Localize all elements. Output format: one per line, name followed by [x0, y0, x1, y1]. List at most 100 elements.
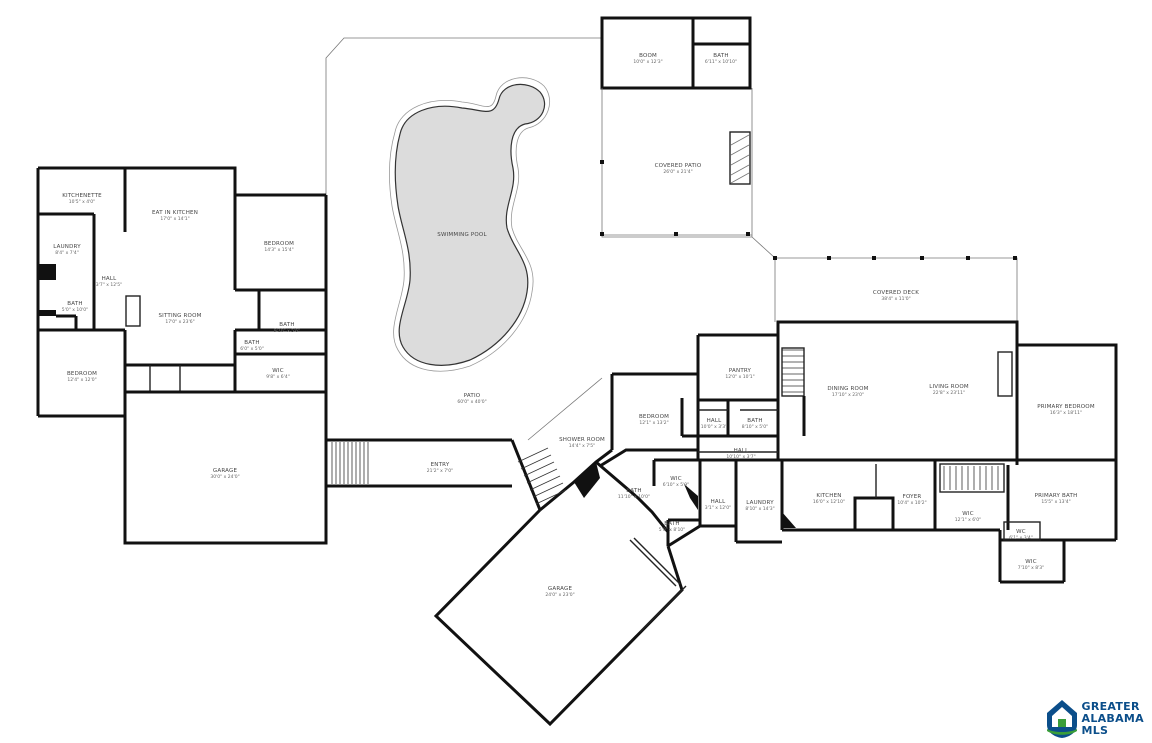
svg-text:21'2" x 7'0": 21'2" x 7'0"	[427, 468, 453, 474]
svg-text:ENTRY: ENTRY	[431, 462, 450, 468]
swimming-pool	[388, 77, 551, 372]
svg-text:6'1" x 3'4": 6'1" x 3'4"	[1009, 535, 1033, 541]
svg-text:LAUNDRY: LAUNDRY	[746, 500, 774, 506]
svg-text:38'4" x 11'0": 38'4" x 11'0"	[881, 296, 910, 302]
svg-text:GARAGE: GARAGE	[548, 586, 573, 592]
room-label: WC6'1" x 3'4"	[1009, 529, 1033, 541]
svg-text:FOYER: FOYER	[903, 494, 922, 500]
svg-text:9'8" x 6'4": 9'8" x 6'4"	[266, 374, 290, 380]
svg-text:14'4" x 7'5": 14'4" x 7'5"	[569, 443, 595, 449]
svg-text:SHOWER ROOM: SHOWER ROOM	[559, 437, 605, 443]
svg-text:PRIMARY BEDROOM: PRIMARY BEDROOM	[1037, 404, 1095, 410]
svg-text:8'10" x 5'0": 8'10" x 5'0"	[742, 424, 768, 430]
svg-text:BEDROOM: BEDROOM	[67, 371, 97, 377]
svg-text:DINING ROOM: DINING ROOM	[827, 386, 868, 392]
svg-text:WIC: WIC	[272, 368, 284, 374]
svg-text:BATH: BATH	[626, 488, 641, 494]
svg-text:BOOM: BOOM	[639, 53, 657, 59]
svg-text:16'3" x 18'11": 16'3" x 18'11"	[1050, 410, 1082, 416]
svg-text:6'0" x 5'0": 6'0" x 5'0"	[240, 346, 264, 352]
pool-house	[600, 16, 753, 238]
logo-line-3: MLS	[1081, 724, 1109, 737]
svg-text:SITTING ROOM: SITTING ROOM	[158, 313, 201, 319]
svg-text:60'0" x 40'0": 60'0" x 40'0"	[457, 399, 486, 405]
svg-text:KITCHENETTE: KITCHENETTE	[62, 193, 102, 199]
svg-text:WIC: WIC	[1025, 559, 1037, 565]
svg-text:22'8" x 23'11": 22'8" x 23'11"	[933, 390, 965, 396]
svg-text:BATH: BATH	[713, 53, 728, 59]
svg-text:BATH: BATH	[664, 521, 679, 527]
svg-text:7'10" x 8'3": 7'10" x 8'3"	[1018, 565, 1044, 571]
house-shield-icon	[1046, 700, 1077, 738]
svg-text:17'10" x 23'0": 17'10" x 23'0"	[832, 392, 864, 398]
svg-text:17'0" x 23'6": 17'0" x 23'6"	[165, 319, 194, 325]
svg-text:WIC: WIC	[962, 511, 974, 517]
svg-text:LAUNDRY: LAUNDRY	[53, 244, 81, 250]
svg-text:BATH: BATH	[67, 301, 82, 307]
svg-text:LIVING ROOM: LIVING ROOM	[929, 384, 969, 390]
svg-text:3'7" x 12'5": 3'7" x 12'5"	[96, 282, 122, 288]
svg-text:10'10" x 3'7": 10'10" x 3'7"	[726, 454, 755, 460]
svg-text:SWIMMING POOL: SWIMMING POOL	[437, 232, 487, 238]
west-wing	[36, 166, 328, 545]
svg-text:8'4" x 7'4": 8'4" x 7'4"	[55, 250, 79, 256]
svg-text:BEDROOM: BEDROOM	[264, 241, 294, 247]
svg-text:EAT IN KITCHEN: EAT IN KITCHEN	[152, 210, 198, 216]
svg-text:12'0" x 10'1": 12'0" x 10'1"	[725, 374, 754, 380]
svg-text:5'0" x 10'0": 5'0" x 10'0"	[62, 307, 88, 313]
svg-text:12'4" x 12'0": 12'4" x 12'0"	[67, 377, 96, 383]
svg-text:8'10" x 14'3": 8'10" x 14'3"	[745, 506, 774, 512]
svg-text:HALL: HALL	[711, 499, 727, 505]
svg-text:12'1" x 6'0": 12'1" x 6'0"	[955, 517, 981, 523]
logo-line-1: GREATER	[1081, 700, 1140, 713]
svg-text:15'5" x 13'4": 15'5" x 13'4"	[1041, 499, 1070, 505]
svg-text:HALL: HALL	[707, 418, 723, 424]
svg-text:BATH: BATH	[747, 418, 762, 424]
svg-text:10'0" x 3'3": 10'0" x 3'3"	[701, 424, 727, 430]
main-house	[433, 256, 1118, 727]
svg-text:9'10" x 5'6": 9'10" x 5'6"	[274, 328, 300, 334]
svg-text:HALL: HALL	[102, 276, 118, 282]
svg-text:5'0" x 8'10": 5'0" x 8'10"	[659, 527, 685, 533]
svg-text:BATH: BATH	[244, 340, 259, 346]
svg-text:COVERED PATIO: COVERED PATIO	[655, 163, 702, 169]
svg-text:GARAGE: GARAGE	[213, 468, 238, 474]
svg-text:10'5" x 4'0": 10'5" x 4'0"	[69, 199, 95, 205]
svg-text:WC: WC	[1016, 529, 1026, 535]
svg-text:12'1" x 13'2": 12'1" x 13'2"	[639, 420, 668, 426]
svg-text:PRIMARY BATH: PRIMARY BATH	[1035, 493, 1078, 499]
svg-text:16'0" x 12'10": 16'0" x 12'10"	[813, 499, 845, 505]
svg-text:COVERED DECK: COVERED DECK	[873, 290, 919, 296]
svg-text:14'3" x 15'4": 14'3" x 15'4"	[264, 247, 293, 253]
svg-text:17'0" x 14'1": 17'0" x 14'1"	[160, 216, 189, 222]
entry-connector	[326, 438, 512, 488]
